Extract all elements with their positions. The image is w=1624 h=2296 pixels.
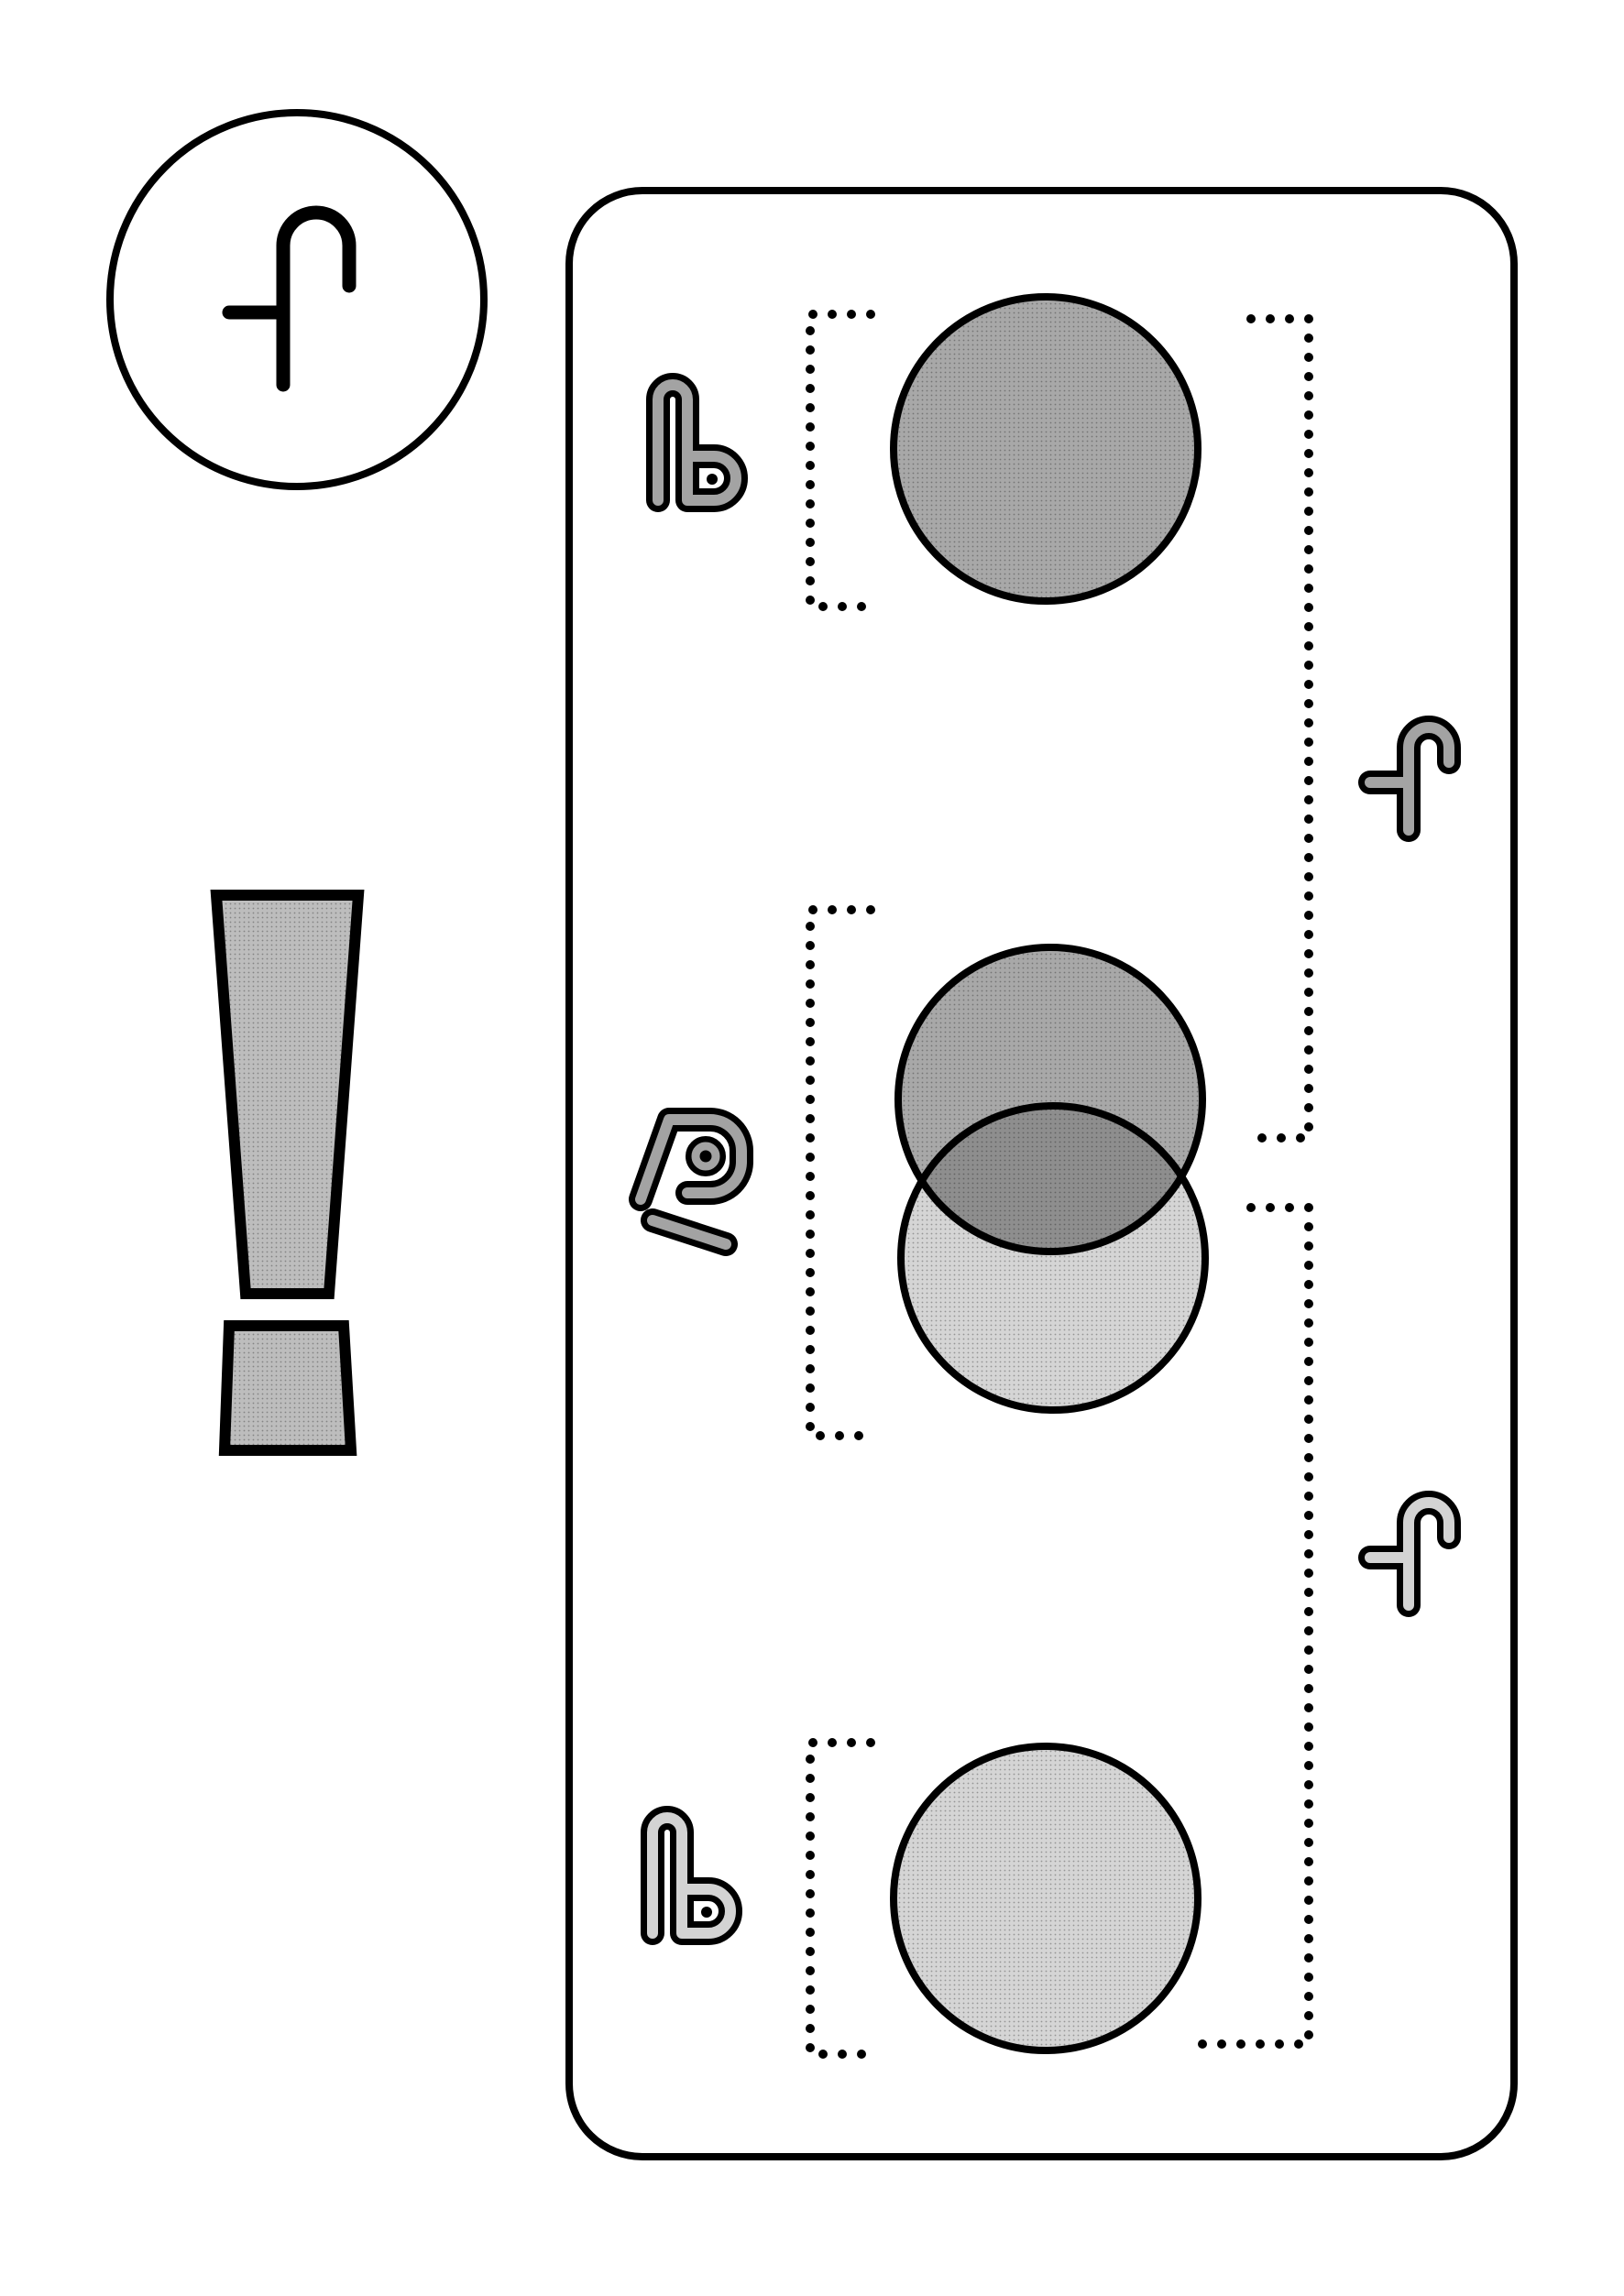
- exclamation-mark-icon: [210, 890, 365, 1456]
- badge-circle: [106, 109, 488, 490]
- circle-light-lower-outline: [897, 1102, 1209, 1414]
- hook-glyph-icon: [222, 205, 357, 392]
- row-middle: [806, 905, 1209, 1440]
- bracket-right-upper: [1246, 314, 1313, 1143]
- circle-light-texture: [897, 1750, 1194, 2047]
- exclamation-dot-texture: [225, 1326, 351, 1450]
- badge: [106, 109, 488, 490]
- row-top: [806, 293, 1202, 611]
- bracket-left-top: [806, 310, 875, 611]
- bracket-left-bottom: [806, 1738, 875, 2059]
- exclamation-bar-texture: [216, 895, 358, 1294]
- m-glyph-icon: [658, 385, 736, 500]
- m-glyph-icon: [653, 1818, 730, 1933]
- circle-dark-texture: [897, 301, 1194, 597]
- bracket-left-middle: [806, 905, 875, 1440]
- circle-dark-upper-outline: [894, 944, 1206, 1255]
- swirl-glyph-icon: [641, 1120, 741, 1244]
- circle-dark-upper-texture: [898, 947, 1202, 1252]
- row-bottom: [806, 1738, 1202, 2059]
